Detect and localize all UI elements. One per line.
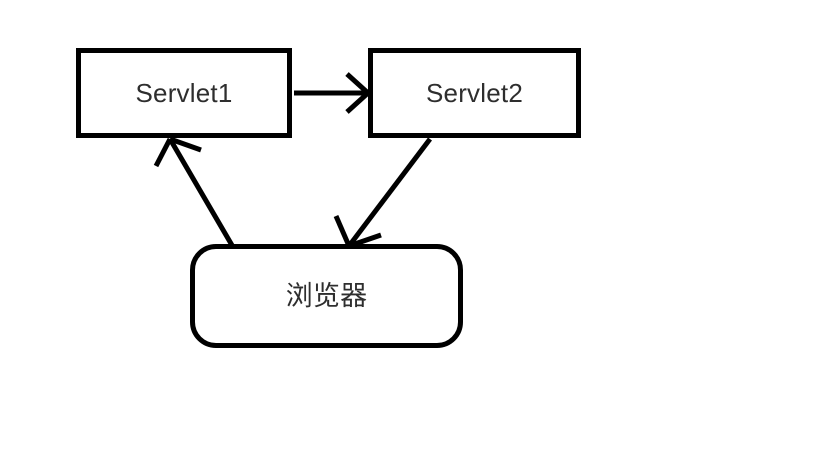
arrowhead-barb-lower-servlet1-to-servlet2 — [345, 91, 370, 114]
node-browser[interactable]: 浏览器 — [190, 244, 463, 348]
edge-servlet2-to-browser — [333, 137, 432, 249]
node-browser-label: 浏览器 — [285, 280, 368, 312]
node-servlet2[interactable]: Servlet2 — [368, 48, 581, 138]
node-servlet2-label: Servlet2 — [426, 78, 523, 108]
edge-browser-to-servlet1 — [153, 136, 236, 249]
node-servlet1-label: Servlet1 — [135, 78, 233, 108]
node-servlet1[interactable]: Servlet1 — [76, 48, 292, 138]
edge-servlet1-to-servlet2 — [294, 72, 370, 114]
arrowhead-barb-upper-servlet1-to-servlet2 — [345, 72, 370, 95]
arrowhead-barb-right-browser-to-servlet1 — [169, 136, 202, 153]
edge-line-browser-to-servlet1 — [167, 137, 236, 249]
arrowhead-barb-upper-servlet2-to-browser — [333, 215, 352, 247]
arrowhead-barb-left-browser-to-servlet1 — [153, 137, 173, 168]
edge-line-servlet2-to-browser — [347, 137, 432, 248]
